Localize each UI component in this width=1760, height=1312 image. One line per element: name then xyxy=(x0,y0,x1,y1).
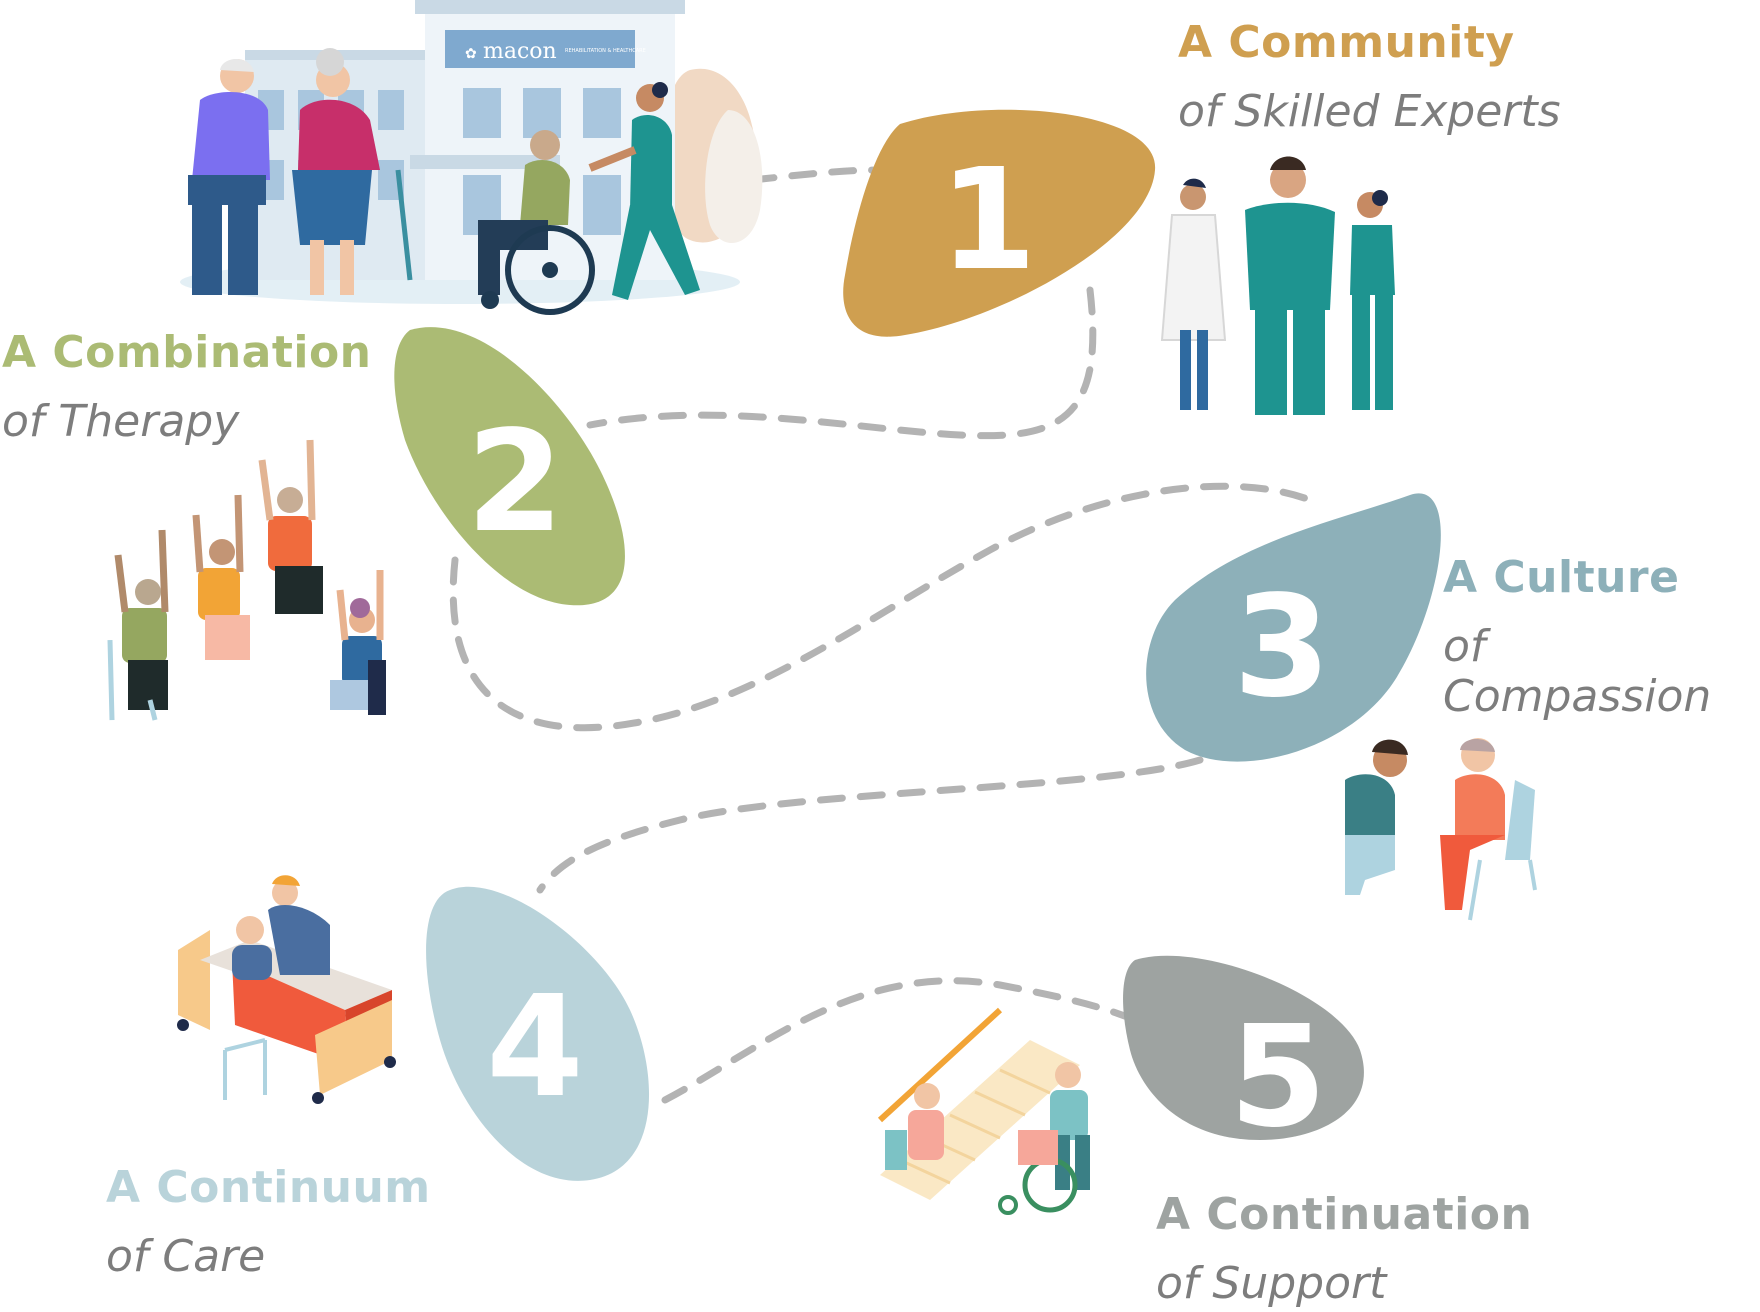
step-1-blob: 1 xyxy=(843,109,1156,337)
step-4-subtitle: of Care xyxy=(106,1230,266,1282)
bush-front xyxy=(705,110,763,244)
caregiver-kneeling xyxy=(1345,739,1408,895)
step-1-number: 1 xyxy=(939,139,1036,302)
facility-illustration: ✿ macon REHABILITATION & HEALTHCARE xyxy=(180,0,763,315)
step-3-blob: 3 xyxy=(1146,493,1441,762)
entrance-canopy xyxy=(410,155,560,169)
stair-railing xyxy=(877,1007,1003,1123)
step-4-number: 4 xyxy=(486,966,583,1129)
patient-in-bed xyxy=(236,916,264,944)
path-4-to-5 xyxy=(661,977,1139,1104)
female-nurse xyxy=(1350,190,1395,410)
support-caregiver xyxy=(1055,1062,1081,1088)
path-building-to-1 xyxy=(748,166,884,184)
step-2-number: 2 xyxy=(466,401,563,564)
step-2-label: A Combination of Therapy xyxy=(2,327,372,447)
step-5-subtitle: of Support xyxy=(1156,1257,1387,1309)
step-2-blob: 2 xyxy=(394,327,625,606)
therapy-group-illustration xyxy=(107,439,386,721)
step-1-title: A Community xyxy=(1178,17,1515,68)
medical-staff-illustration xyxy=(1160,156,1395,415)
male-nurse xyxy=(1245,156,1335,415)
wheelchair-patient xyxy=(478,130,595,315)
path-2-to-3 xyxy=(449,482,1314,732)
step-3-title: A Culture xyxy=(1443,552,1680,603)
nurse-pushing xyxy=(588,82,700,300)
step-3-subtitle: of Compassion xyxy=(1443,620,1712,723)
exercising-person-1 xyxy=(107,529,169,721)
step-5-title: A Continuation xyxy=(1156,1189,1533,1240)
bed-headboard xyxy=(178,930,210,1030)
exercising-person-2 xyxy=(192,494,250,660)
bed-care-illustration xyxy=(177,875,396,1104)
step-3-label: A Culture of Compassion xyxy=(1443,552,1760,723)
support-stairs-illustration xyxy=(877,1007,1090,1215)
stair-climber xyxy=(914,1083,940,1109)
bed-footboard xyxy=(315,1000,392,1095)
doctor xyxy=(1160,178,1227,410)
path-1-to-2 xyxy=(586,286,1097,440)
sign-small-text: REHABILITATION & HEALTHCARE xyxy=(565,48,646,54)
step-2-subtitle: of Therapy xyxy=(2,395,240,447)
path-3-to-4 xyxy=(536,756,1204,894)
step-3-number: 3 xyxy=(1233,566,1330,729)
step-5-label: A Continuation of Support xyxy=(1156,1189,1533,1309)
step-4-label: A Continuum of Care xyxy=(106,1162,431,1282)
elderly-woman xyxy=(292,48,413,295)
exercising-person-4 xyxy=(330,570,386,715)
step-1-label: A Community of Skilled Experts xyxy=(1178,17,1561,137)
sign-flower-icon: ✿ xyxy=(465,46,477,62)
elderly-man xyxy=(188,59,270,295)
dashed-path xyxy=(449,166,1314,1104)
step-4-blob: 4 xyxy=(426,886,650,1181)
step-1-subtitle: of Skilled Experts xyxy=(1178,85,1561,137)
step-4-title: A Continuum xyxy=(106,1162,431,1213)
step-2-title: A Combination xyxy=(2,327,372,378)
seated-resident xyxy=(1440,738,1537,921)
walker xyxy=(223,1038,267,1100)
step-5-number: 5 xyxy=(1229,996,1326,1159)
step-5-blob: 5 xyxy=(1123,955,1364,1159)
windows-main xyxy=(463,88,621,235)
building-sign xyxy=(445,30,635,68)
exercising-person-3 xyxy=(258,439,323,614)
sign-text: macon xyxy=(483,39,557,64)
compassion-illustration xyxy=(1345,738,1537,921)
bedside-caregiver xyxy=(272,880,298,906)
